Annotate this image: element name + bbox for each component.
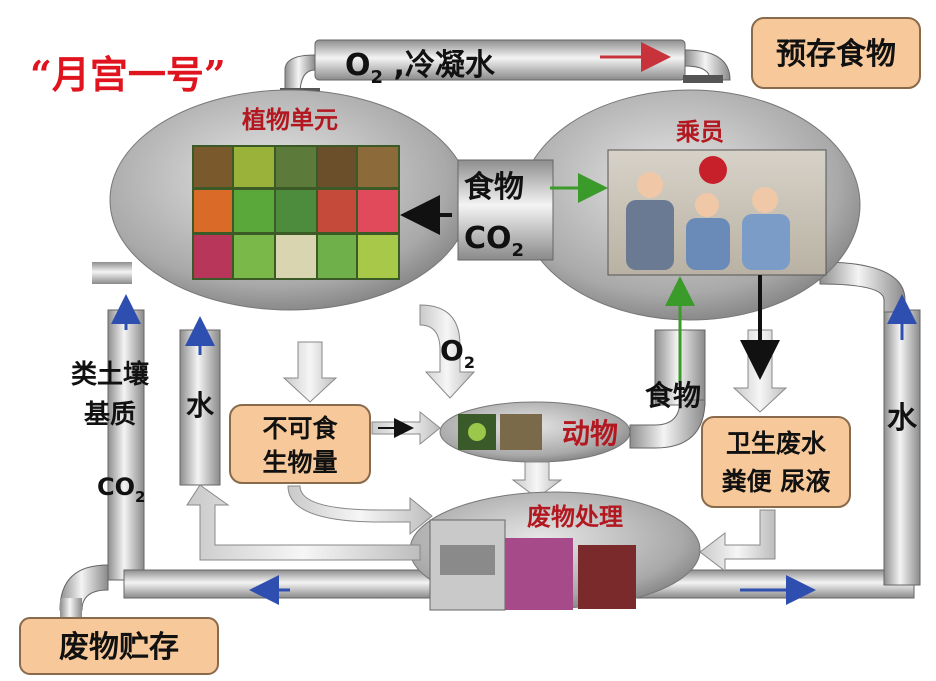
food-down-label: 食物 xyxy=(645,379,701,412)
crew-unit: 乘员 xyxy=(519,89,861,321)
waste-processing-unit: 废物处理 xyxy=(409,491,701,611)
inedible-line2: 生物量 xyxy=(262,448,337,477)
top-pipe: O2 ,冷凝水 xyxy=(280,39,731,96)
plant-photo-grid xyxy=(192,145,400,280)
inedible-biomass-box: 不可食 生物量 xyxy=(229,404,371,484)
animal-unit: 动物 xyxy=(439,401,631,463)
waste-storage-label: 废物贮存 xyxy=(59,630,179,665)
soil-co2-label: CO2 xyxy=(97,473,145,506)
diagram-title: “月宫一号” xyxy=(30,52,226,97)
outer-pipe-loop xyxy=(59,261,921,620)
connector-food-label: 食物 xyxy=(464,170,524,205)
sanitary-line2: 粪便 尿液 xyxy=(722,467,831,496)
crew-unit-title: 乘员 xyxy=(675,117,724,146)
plant-unit-title: 植物单元 xyxy=(242,105,338,134)
soil-matrix-labels: 类土壤 基质 CO2 xyxy=(71,294,150,506)
inedible-line1: 不可食 xyxy=(262,414,338,443)
crew-food-pipe: 食物 xyxy=(629,276,706,449)
left-water-pipe: 水 xyxy=(179,316,421,561)
crew-photo xyxy=(607,149,827,276)
waste-unit-title: 废物处理 xyxy=(527,502,623,531)
water-right-label: 水 xyxy=(887,401,918,436)
connector-co2-label: CO2 xyxy=(464,221,524,261)
soil-line1: 类土壤 xyxy=(71,359,150,390)
water-left-label: 水 xyxy=(186,389,215,422)
sanitary-waste-box: 卫生废水 粪便 尿液 xyxy=(701,416,851,508)
sanitary-line1: 卫生废水 xyxy=(726,429,827,458)
soil-line2: 基质 xyxy=(84,400,136,430)
animal-to-waste-arrow xyxy=(511,461,563,499)
top-pipe-label: O2 ,冷凝水 xyxy=(345,48,496,88)
waste-storage-box: 废物贮存 xyxy=(19,617,219,675)
inedible-to-waste-arrow xyxy=(287,485,433,536)
animal-unit-title: 动物 xyxy=(562,417,618,450)
stored-food-box: 预存食物 xyxy=(751,17,921,89)
o2-label: O2 xyxy=(440,334,475,372)
food-co2-connector: 食物 CO2 xyxy=(400,159,608,261)
sanitary-to-waste-arrow xyxy=(699,509,776,573)
plant-unit: 植物单元 xyxy=(109,89,471,311)
crew-waste-arrow xyxy=(732,275,788,413)
plant-down-arrows: O2 xyxy=(282,304,476,403)
stored-food-label: 预存食物 xyxy=(776,37,896,72)
